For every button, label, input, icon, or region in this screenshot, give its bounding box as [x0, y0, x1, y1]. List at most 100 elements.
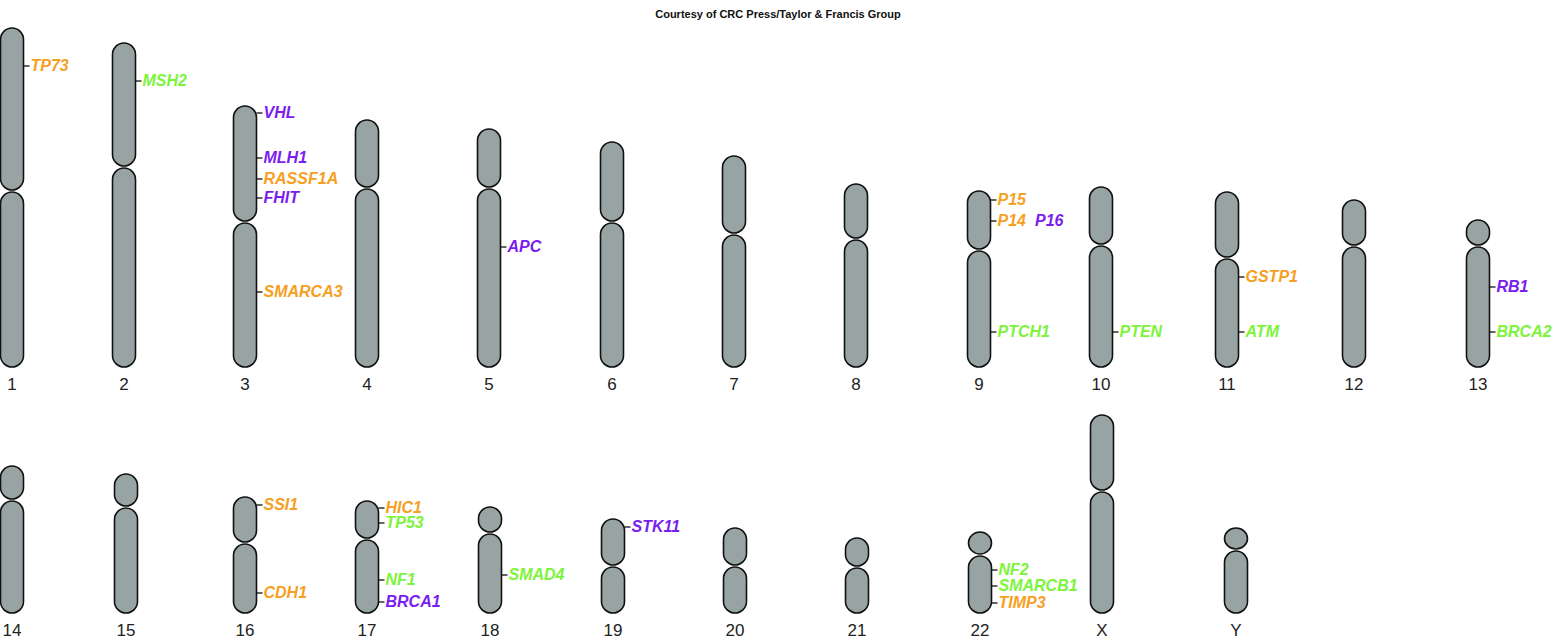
- chromosome: [1090, 187, 1113, 367]
- chromosome-arm: [846, 538, 869, 566]
- gene-label: TIMP3: [999, 595, 1046, 611]
- chromosome: [1, 466, 24, 613]
- chromosome-number: 19: [604, 622, 623, 639]
- leader-tick: [991, 331, 997, 332]
- leader-tick: [1239, 331, 1245, 332]
- chromosome: [479, 507, 502, 613]
- gene-label: APC: [508, 239, 542, 255]
- chromosome-number: 14: [3, 622, 22, 639]
- chromosome-arm: [479, 534, 502, 613]
- chromosome: [1, 28, 24, 367]
- chromosome-arm: [1467, 247, 1490, 367]
- chromosome-arm: [1090, 246, 1113, 367]
- leader-tick: [24, 65, 30, 66]
- chromosome-arm: [968, 251, 991, 367]
- chromosome: [601, 142, 624, 367]
- gene-label: NF2: [999, 562, 1029, 578]
- leader-tick: [379, 507, 385, 508]
- chromosome-arm: [1, 28, 24, 190]
- chromosome-arm: [1, 501, 24, 613]
- gene-label: SSI1: [264, 497, 299, 513]
- chromosome-arm: [602, 519, 625, 565]
- chromosome-number: 2: [119, 376, 128, 393]
- leader-tick: [136, 80, 142, 81]
- chromosome-arm: [1225, 551, 1248, 613]
- leader-tick: [991, 199, 997, 200]
- leader-tick: [1490, 286, 1496, 287]
- chromosome: [1225, 528, 1248, 613]
- chromosome-arm: [969, 556, 992, 613]
- gene-label: TP73: [31, 58, 69, 74]
- leader-tick: [257, 291, 263, 292]
- chromosome: [356, 501, 379, 613]
- chromosome: [1091, 415, 1114, 613]
- chromosome-number: 6: [607, 376, 616, 393]
- chromosome: [846, 538, 869, 613]
- chromosome-number: Y: [1230, 622, 1241, 639]
- leader-tick: [257, 157, 263, 158]
- leader-tick: [992, 569, 998, 570]
- chromosome-arm: [234, 544, 257, 613]
- chromosome: [115, 474, 138, 613]
- chromosome-arm: [723, 235, 746, 367]
- gene-label: STK11: [632, 519, 681, 535]
- leader-tick: [1239, 276, 1245, 277]
- chromosome-arm: [1216, 192, 1239, 257]
- chromosome-arm: [115, 474, 138, 506]
- chromosome-arm: [356, 189, 379, 367]
- chromosome-number: 15: [117, 622, 136, 639]
- chromosome-arm: [1090, 187, 1113, 244]
- gene-label: BRCA1: [386, 594, 441, 610]
- leader-tick: [1490, 331, 1496, 332]
- gene-label: P15: [998, 192, 1026, 208]
- gene-label: P14: [998, 213, 1026, 229]
- chromosome-number: 22: [971, 622, 990, 639]
- chromosome-number: 3: [240, 376, 249, 393]
- chromosome: [723, 156, 746, 367]
- chromosome-number: 13: [1469, 376, 1488, 393]
- leader-tick: [257, 112, 263, 113]
- gene-label: SMARCB1: [999, 578, 1078, 594]
- chromosome-arm: [234, 106, 257, 221]
- chromosome-arm: [479, 507, 502, 532]
- chromosome-arm: [1343, 247, 1366, 367]
- leader-tick: [992, 585, 998, 586]
- leader-tick: [257, 504, 263, 505]
- leader-tick: [625, 526, 631, 527]
- leader-tick: [991, 220, 997, 221]
- chromosome: [478, 129, 501, 367]
- gene-label: MSH2: [143, 73, 187, 89]
- chromosome-number: 20: [726, 622, 745, 639]
- chromosome-arm: [234, 223, 257, 367]
- chromosome: [968, 191, 991, 367]
- chromosome-arm: [113, 168, 136, 367]
- gene-label: PTEN: [1120, 324, 1163, 340]
- chromosome: [724, 528, 747, 613]
- chromosome: [234, 497, 257, 613]
- chromosome: [1467, 220, 1490, 367]
- leader-tick: [379, 579, 385, 580]
- chromosome-arm: [601, 142, 624, 221]
- leader-tick: [379, 522, 385, 523]
- chromosome-arm: [1467, 220, 1490, 245]
- leader-tick: [992, 602, 998, 603]
- chromosome-arm: [115, 508, 138, 613]
- gene-label: SMAD4: [509, 567, 565, 583]
- gene-label: P16: [1035, 213, 1063, 229]
- chromosome-arm: [601, 223, 624, 367]
- chromosome-arm: [234, 497, 257, 542]
- gene-label: TP53: [386, 515, 424, 531]
- leader-tick: [379, 601, 385, 602]
- chromosome-arm: [356, 501, 379, 538]
- chromosome-number: 5: [484, 376, 493, 393]
- leader-tick: [257, 592, 263, 593]
- chromosome-arm: [1225, 528, 1248, 549]
- chromosome-arm: [478, 189, 501, 367]
- chromosome-arm: [1343, 200, 1366, 245]
- gene-label: ATM: [1246, 324, 1279, 340]
- chromosome-arm: [846, 568, 869, 613]
- chromosome-number: 17: [358, 622, 377, 639]
- chromosome-arm: [1216, 259, 1239, 367]
- chromosome: [845, 184, 868, 367]
